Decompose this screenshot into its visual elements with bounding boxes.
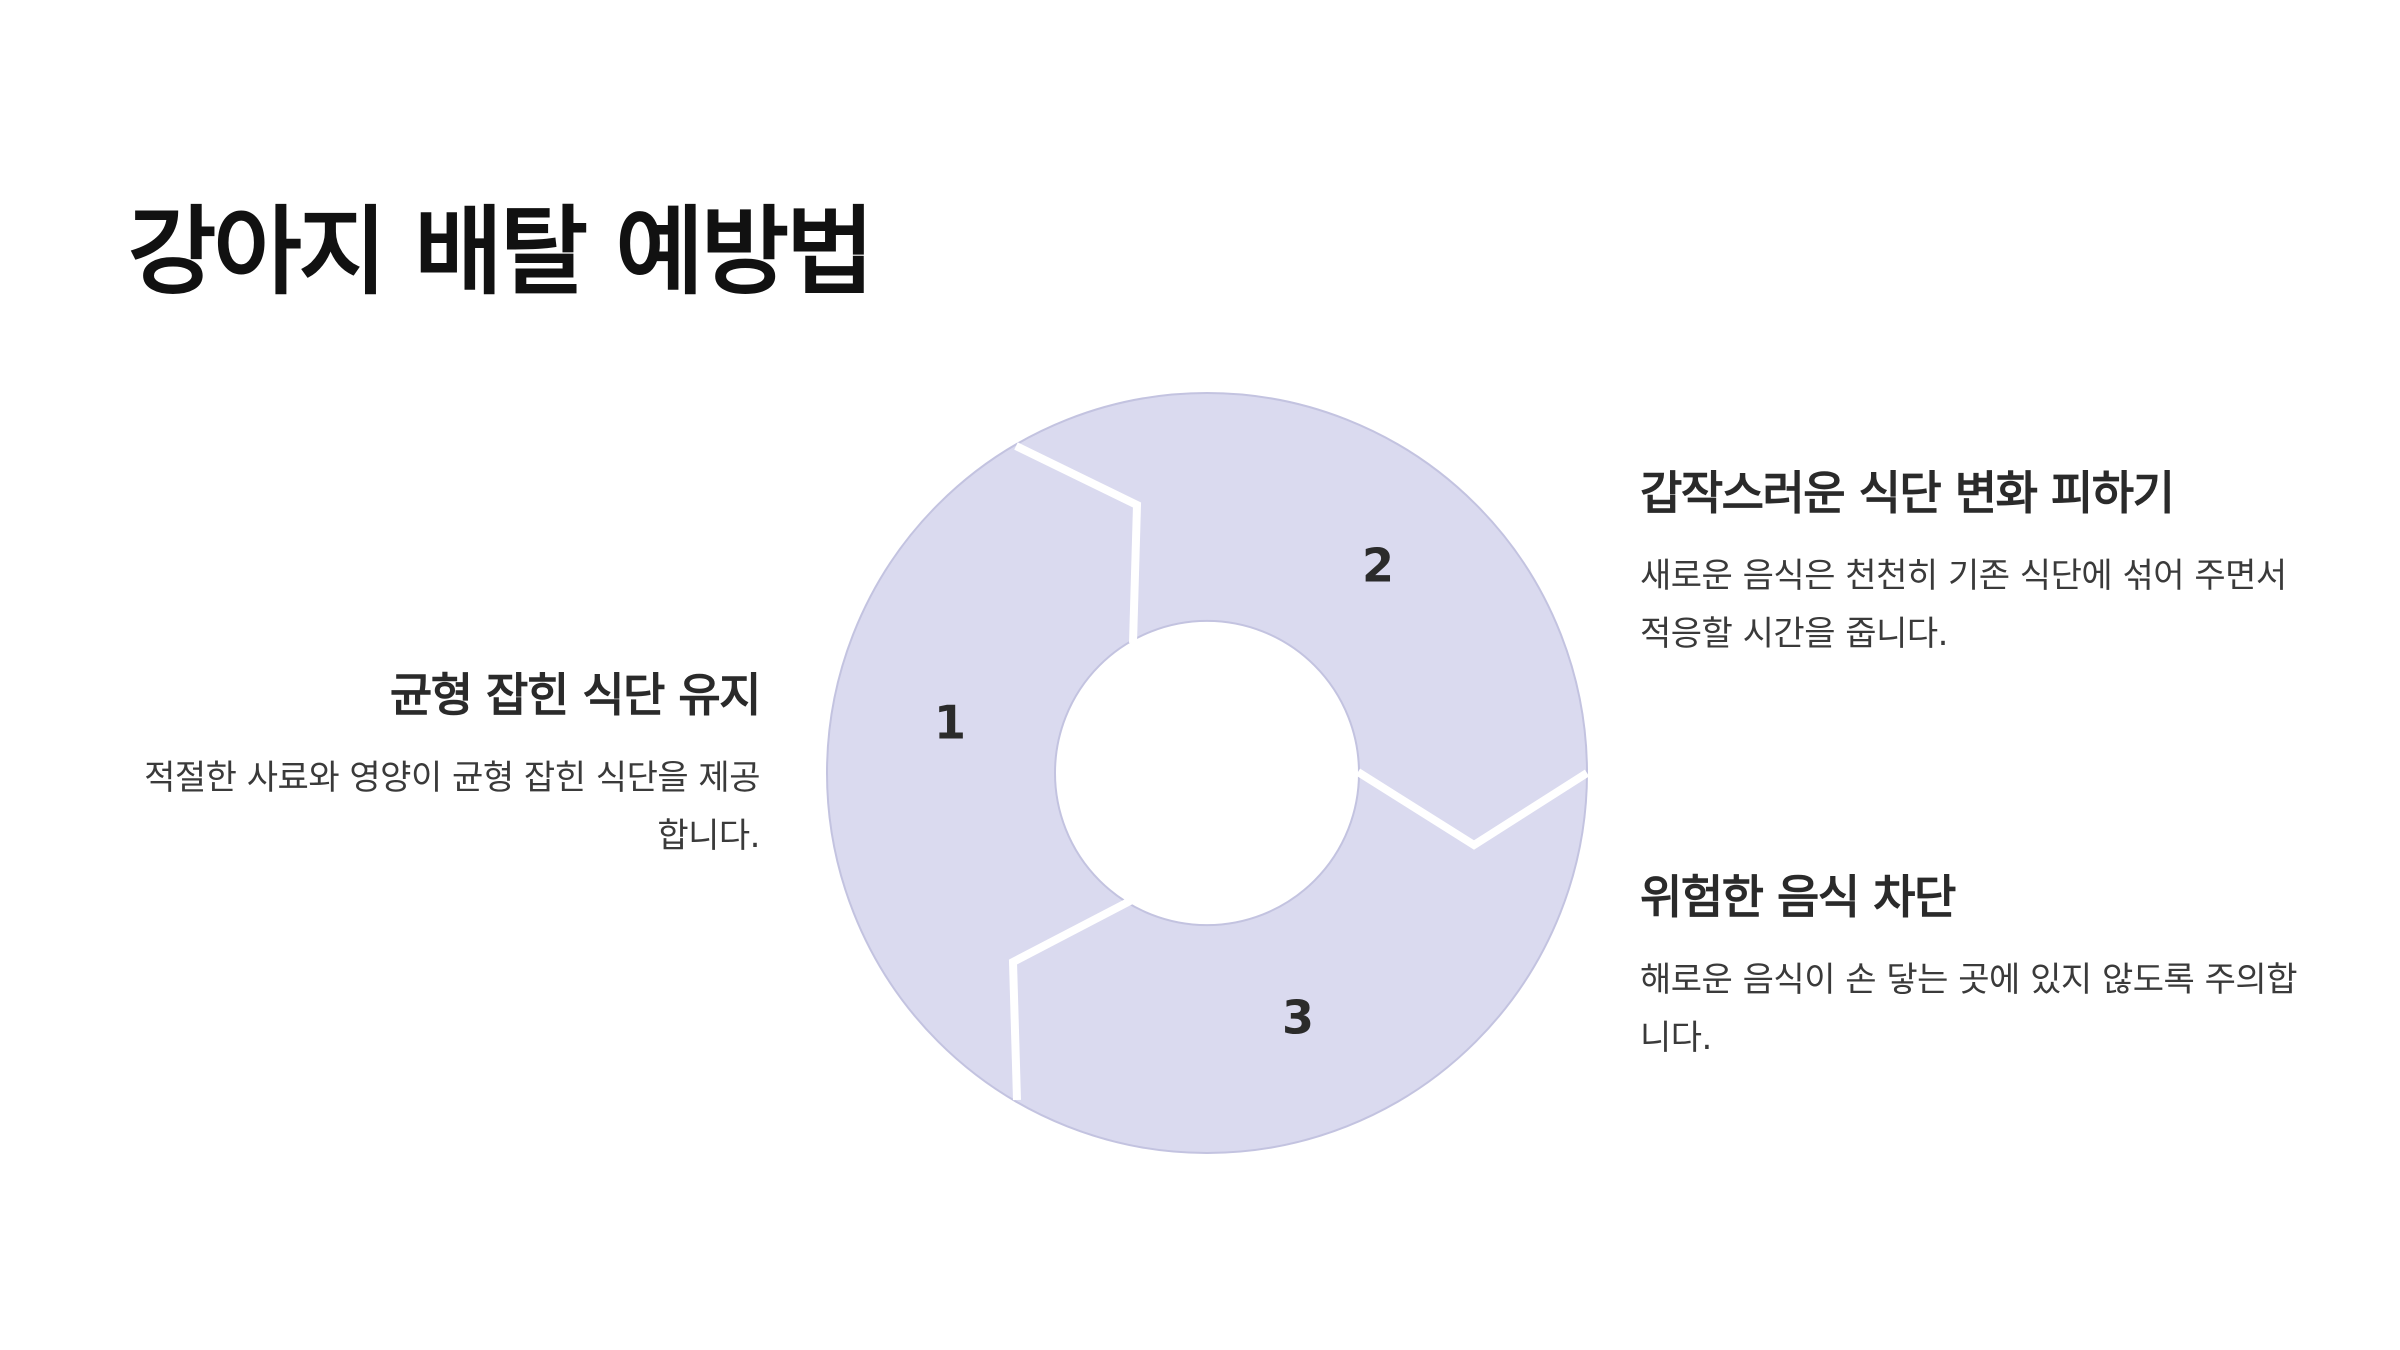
step-3-heading: 위험한 음식 차단	[1640, 870, 1956, 924]
separator-2-3	[1355, 768, 1590, 850]
page-title: 강아지 배탈 예방법	[128, 196, 874, 308]
step-2-block: 갑작스러운 식단 변화 피하기 새로운 음식은 천천히 기존 식단에 섞어 주면…	[1640, 466, 2300, 663]
step-2-heading: 갑작스러운 식단 변화 피하기	[1640, 466, 2175, 520]
cycle-ring	[825, 392, 1589, 1154]
separator-3-1	[1008, 896, 1134, 1101]
segment-number-1: 1	[934, 696, 966, 750]
step-1-heading: 균형 잡힌 식단 유지	[389, 668, 762, 722]
step-1-description: 적절한 사료와 영양이 균형 잡힌 식단을 제공합니다.	[144, 758, 760, 857]
segment-number-2: 2	[1362, 539, 1394, 593]
separator-1-2	[1014, 442, 1142, 644]
step-3-block: 위험한 음식 차단 해로운 음식이 손 닿는 곳에 있지 않도록 주의합니다.	[1640, 870, 2300, 1067]
segment-number-3: 3	[1282, 991, 1314, 1045]
step-2-description: 새로운 음식은 천천히 기존 식단에 섞어 주면서 적응할 시간을 줍니다.	[1640, 556, 2287, 655]
step-3-description: 해로운 음식이 손 닿는 곳에 있지 않도록 주의합니다.	[1640, 960, 2297, 1059]
step-1-block: 균형 잡힌 식단 유지 적절한 사료와 영양이 균형 잡힌 식단을 제공합니다.	[120, 668, 762, 865]
